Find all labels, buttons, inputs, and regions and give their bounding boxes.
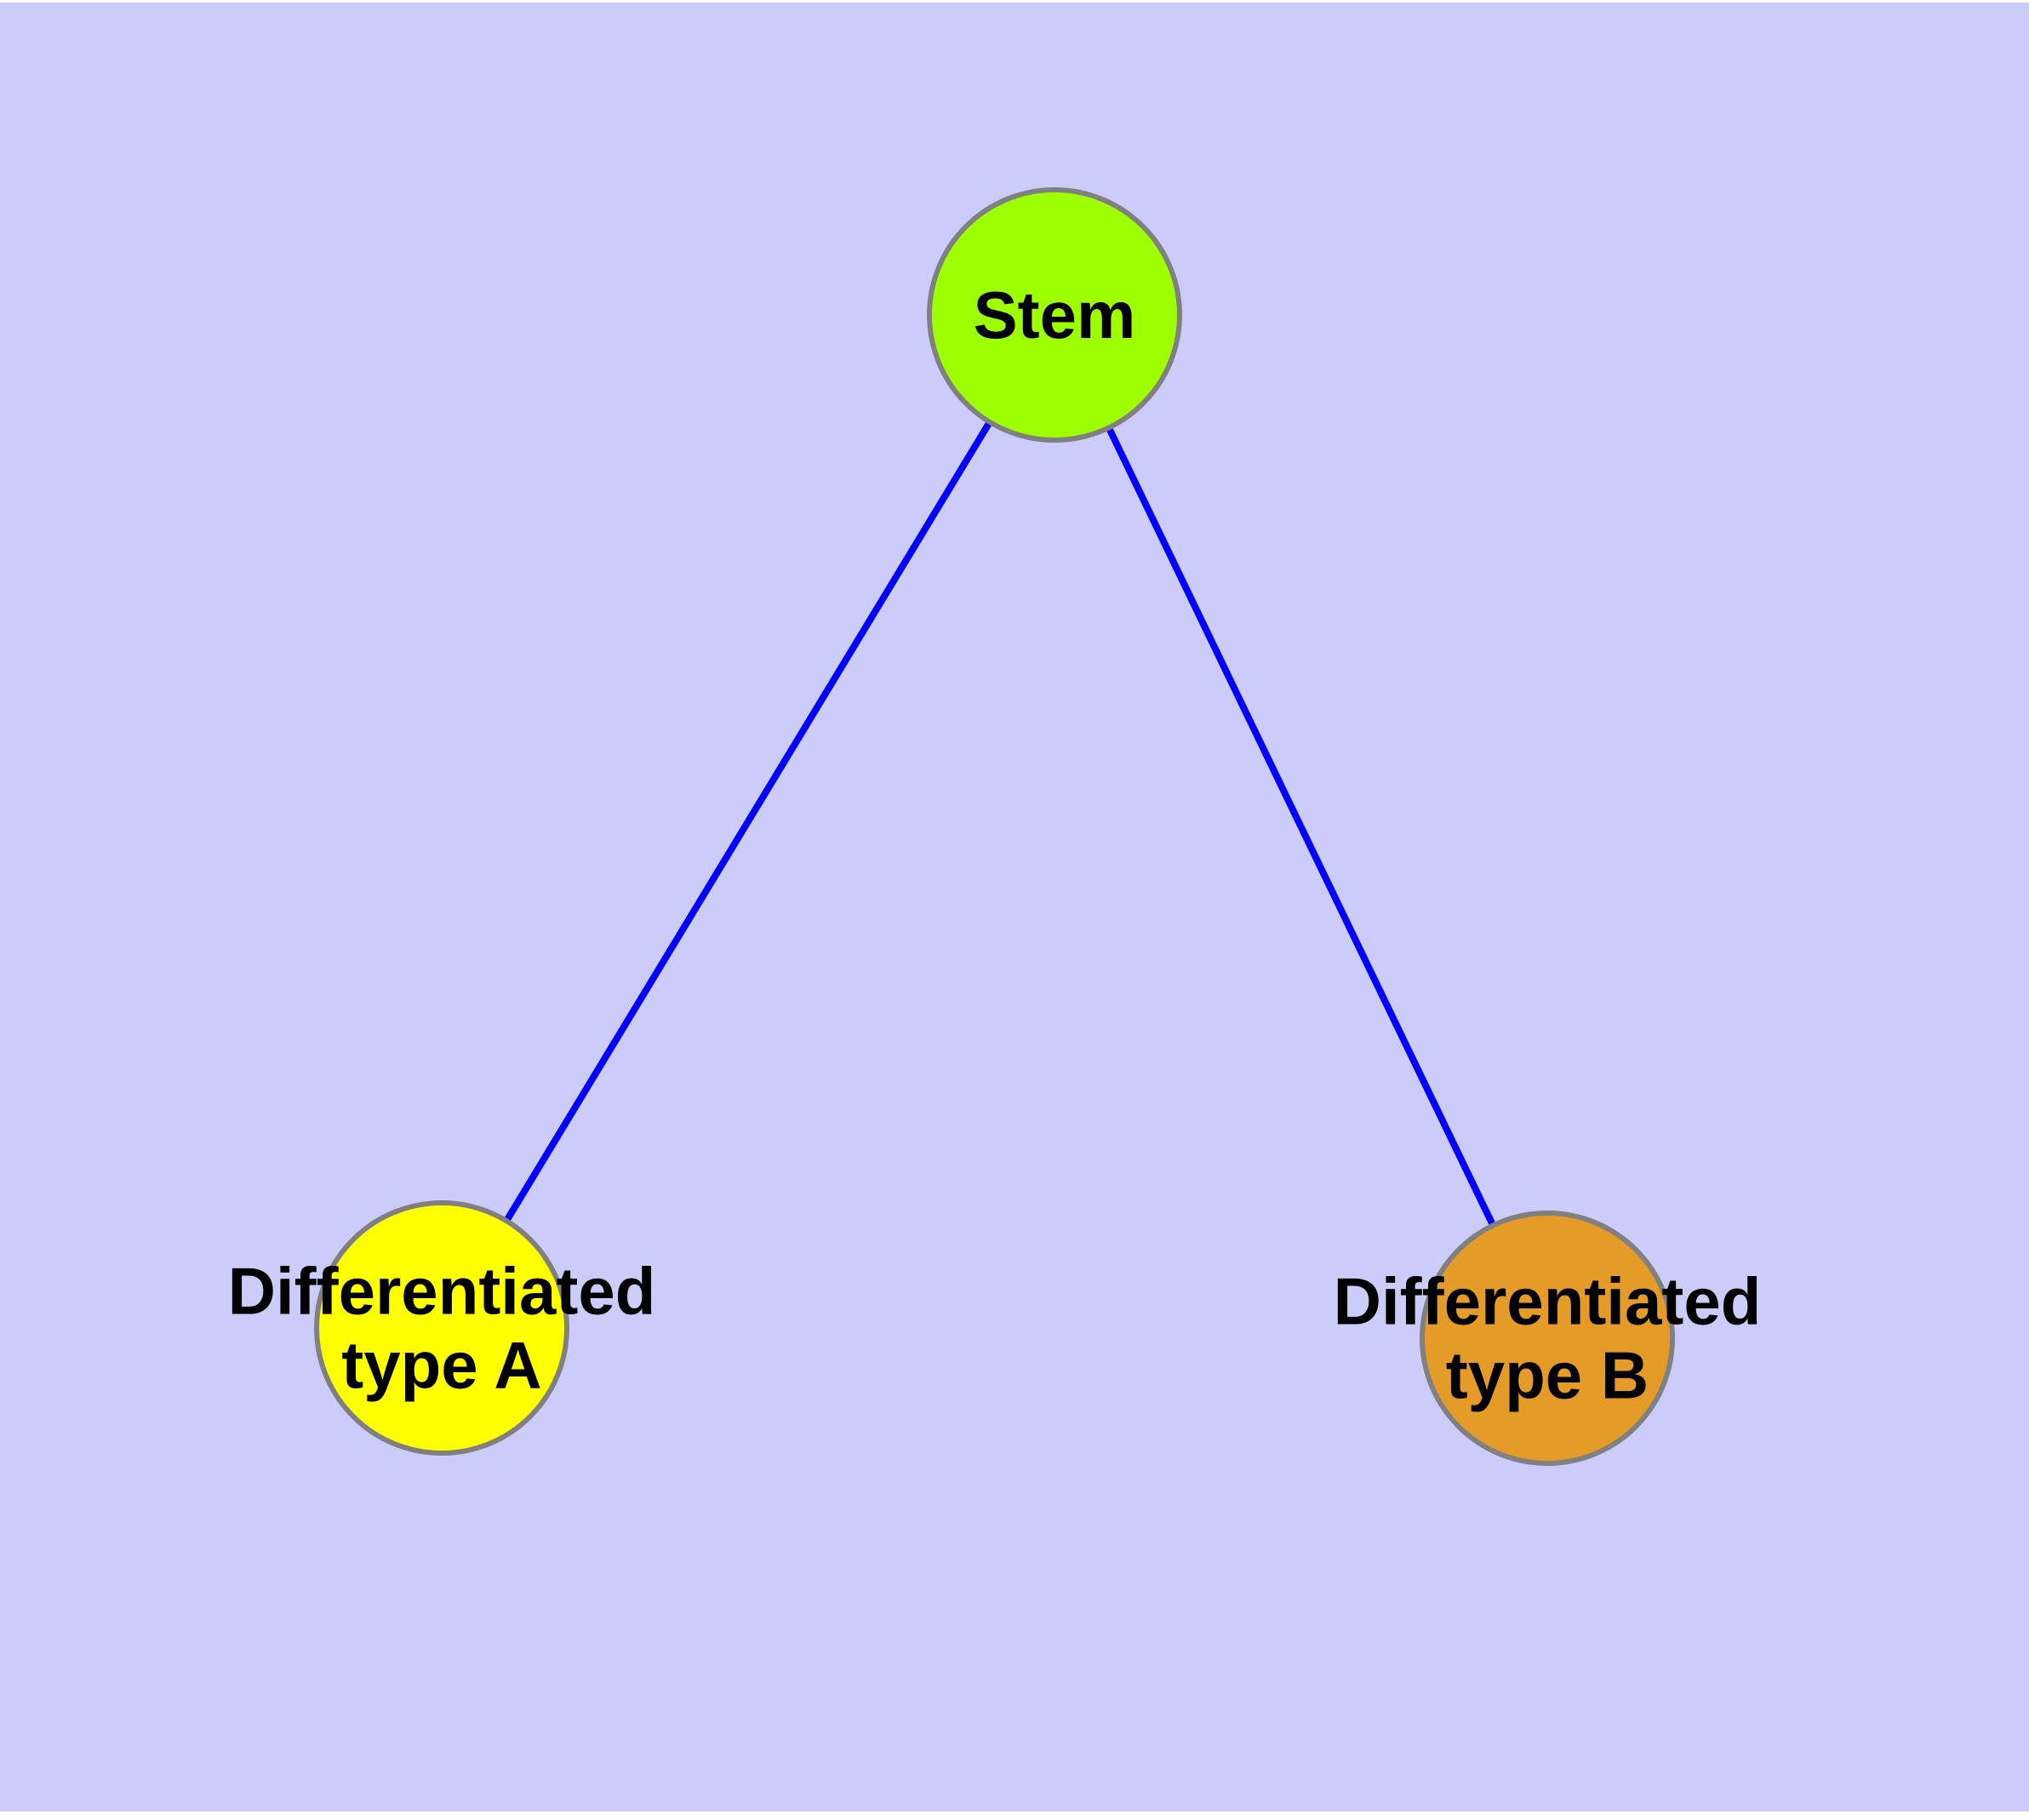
graph-node-label-line: Stem	[974, 278, 1136, 352]
graph-node-diff_a[interactable]	[314, 1200, 569, 1456]
node-layer	[314, 187, 1675, 1466]
graph-edge-stem-diff_a[interactable]	[504, 421, 992, 1222]
edge-layer	[504, 421, 1496, 1227]
graph-node-label-stem: Stem	[974, 278, 1136, 352]
graph-node-label-line: type B	[1446, 1338, 1649, 1413]
graph-node-label-line: Differentiated	[228, 1253, 656, 1328]
graph-node-label-line: type A	[341, 1328, 542, 1403]
graph-node-stem[interactable]	[927, 187, 1182, 443]
graph-edge-stem-diff_b[interactable]	[1106, 426, 1496, 1227]
graph-node-label-line: Differentiated	[1334, 1263, 1762, 1338]
graph-node-diff_b[interactable]	[1420, 1210, 1675, 1466]
